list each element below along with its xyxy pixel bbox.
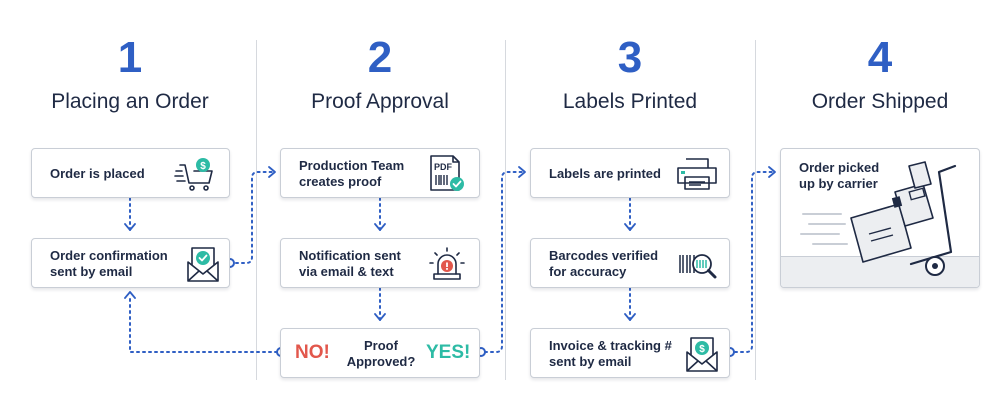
step-4-title: Order Shipped (811, 90, 949, 113)
order-confirmation-box: Order confirmation sent by email (31, 238, 230, 288)
connector-invoice-to-shipped (734, 171, 773, 353)
step-3-number: 3 (617, 33, 643, 82)
arrowhead (624, 313, 636, 321)
invoice-tracking-label: Invoice & tracking # sent by email (549, 338, 672, 369)
connector-yes-to-labels (484, 171, 523, 353)
connector-confirmation-to-production (235, 171, 273, 264)
notification-sent-label: Notification sent via email & text (299, 248, 401, 279)
arrowhead (124, 223, 136, 231)
arrowhead (518, 166, 526, 178)
notification-sent-box: Notification sent via email & text (280, 238, 480, 288)
svg-text:PDF: PDF (434, 162, 453, 172)
column-divider (256, 40, 257, 380)
arrowhead (268, 166, 276, 178)
production-team-box: Production Team creates proof PDF (280, 148, 480, 198)
order-placed-box: Order is placed $ (31, 148, 230, 198)
arrowhead (768, 166, 776, 178)
step-1-number: 1 (117, 33, 143, 82)
invoice-tracking-box: Invoice & tracking # sent by email $ (530, 328, 730, 378)
arrowhead (624, 223, 636, 231)
step-2-number: 2 (367, 33, 393, 82)
barcodes-verified-box: Barcodes verified for accuracy (530, 238, 730, 288)
proof-yes-label: YES! (426, 342, 471, 363)
arrowhead (374, 313, 386, 321)
hand-truck-boxes-icon (800, 161, 957, 276)
envelope-check-icon (187, 247, 219, 282)
svg-text:$: $ (699, 344, 705, 355)
barcodes-verified-label: Barcodes verified for accuracy (549, 248, 659, 279)
order-confirmation-label: Order confirmation sent by email (50, 248, 168, 279)
column-divider (755, 40, 756, 380)
printer-icon (677, 158, 717, 190)
order-shipped-panel: Order picked up by carrier (780, 148, 980, 288)
proof-question-label: Proof Approved? (346, 338, 416, 369)
step-3-title: Labels Printed (562, 90, 698, 113)
step-4-number: 4 (867, 33, 893, 82)
arrowhead (124, 291, 136, 299)
floor-strip (781, 256, 979, 287)
step-1-title: Placing an Order (51, 90, 209, 113)
pdf-proof-icon: PDF (430, 155, 464, 191)
order-picked-up-label: Order picked up by carrier (799, 160, 880, 191)
step-2-title: Proof Approval (311, 90, 449, 113)
production-team-label: Production Team creates proof (299, 158, 405, 189)
connector-no-loop (129, 297, 278, 353)
order-placed-label: Order is placed (50, 166, 145, 181)
envelope-dollar-icon: $ (686, 337, 718, 372)
labels-printed-label: Labels are printed (549, 166, 661, 181)
alarm-bell-icon (429, 247, 465, 280)
svg-text:$: $ (200, 161, 206, 172)
arrowhead (374, 223, 386, 231)
column-divider (505, 40, 506, 380)
shopping-cart-dollar-icon: $ (174, 158, 213, 191)
barcode-magnifier-icon (679, 254, 717, 279)
labels-printed-box: Labels are printed (530, 148, 730, 198)
proof-approved-decision-box: NO! Proof Approved? YES! (280, 328, 480, 378)
proof-no-label: NO! (295, 342, 330, 363)
